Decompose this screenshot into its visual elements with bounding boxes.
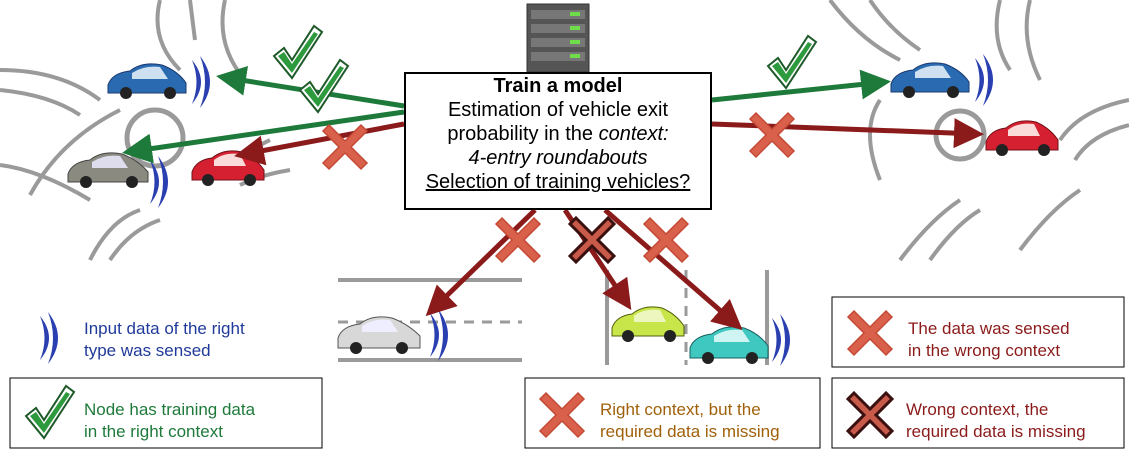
legend-sensor-icon [40, 312, 58, 364]
car-lime-road [611, 306, 685, 342]
legend-box-wrong-sensed [831, 296, 1125, 368]
legend-wrong-missing-text: Wrong context, the required data is miss… [906, 400, 1086, 441]
legend-right-missing-text: Right context, but the required data is … [600, 400, 780, 441]
check-icon [299, 59, 349, 113]
legend-box-wrong-missing [831, 377, 1125, 449]
car-red-right [985, 120, 1059, 156]
right-roundabout [828, 0, 1129, 262]
sensor-waves-icon [772, 314, 790, 366]
car-silver-road [337, 316, 421, 354]
car-cyan-road [689, 326, 769, 364]
check-icon [273, 25, 323, 79]
cross-icon [322, 124, 368, 170]
train-model-box: Train a model Estimation of vehicle exit… [404, 72, 712, 210]
car-red-left [191, 150, 265, 186]
center-line4: Selection of training vehicles? [425, 171, 691, 193]
sensor-waves-icon [430, 309, 448, 361]
road-segment-wrong-context [338, 278, 522, 362]
sensor-waves-icon [192, 56, 210, 108]
server-icon [526, 3, 590, 73]
cross-icon [749, 112, 795, 158]
legend-node-text: Node has training data in the right cont… [84, 400, 256, 441]
legend-box-right-missing [524, 377, 821, 449]
check-icon [767, 35, 817, 89]
center-title: Train a model [493, 75, 623, 97]
legend-box-node [9, 377, 323, 449]
center-line1: Estimation of vehicle exit [447, 99, 669, 121]
left-roundabout [0, 0, 291, 262]
car-blue-left [107, 63, 187, 99]
center-line3: 4-entry roundabouts [468, 147, 648, 169]
cross-icon [643, 217, 689, 263]
legend-wrong-sensed-text: The data was sensed in the wrong context [908, 319, 1070, 360]
sensor-waves-icon [975, 54, 993, 106]
car-blue-right [890, 62, 970, 98]
legend-input-text: Input data of the right type was sensed [84, 319, 245, 360]
cross-dark-icon [568, 216, 616, 264]
center-line2: probability in the context: [447, 123, 669, 145]
